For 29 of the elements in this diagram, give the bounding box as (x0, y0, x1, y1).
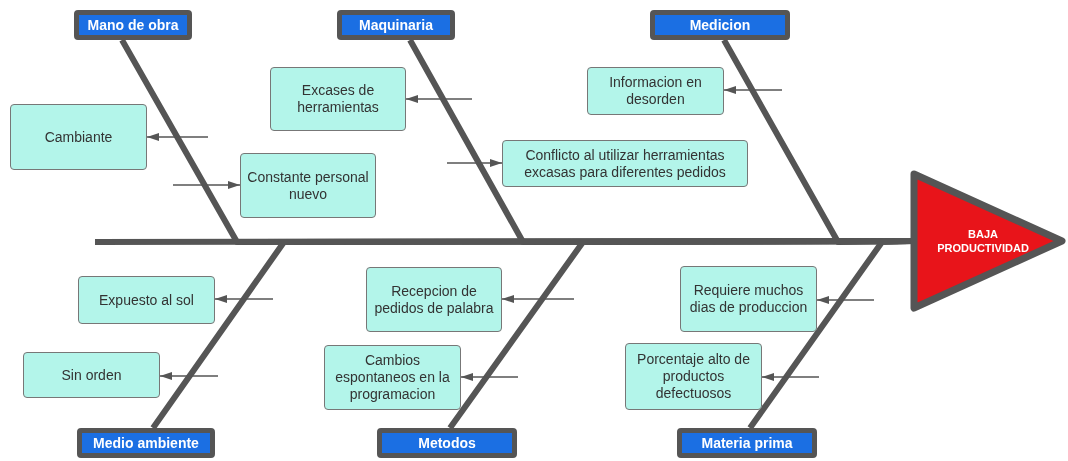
category-box: Medio ambiente (77, 428, 215, 458)
cause-box: Recepcion de pedidos de palabra (366, 267, 502, 332)
cause-box: Requiere muchos dias de produccion (680, 266, 817, 332)
arrow (146, 133, 209, 141)
cause-box: Constante personal nuevo (240, 153, 376, 218)
arrow (405, 95, 473, 103)
cause-box: Conflicto al utilizar herramientas excasas para diferentes pedidos (502, 140, 748, 187)
arrow (501, 295, 575, 303)
arrow (214, 295, 274, 303)
category-box: Medicion (650, 10, 790, 40)
cause-box: Sin orden (23, 352, 160, 398)
category-box: Maquinaria (337, 10, 455, 40)
arrow (761, 373, 820, 381)
arrow (460, 373, 519, 381)
arrow (723, 86, 783, 94)
arrow (446, 159, 503, 167)
cause-box: Cambios espontaneos en la programacion (324, 345, 461, 410)
category-box: Mano de obra (74, 10, 192, 40)
cause-box: Expuesto al sol (78, 276, 215, 324)
effect-label: BAJA PRODUCTIVIDAD (936, 227, 1030, 255)
cause-box: Cambiante (10, 104, 147, 170)
cause-box: Excases de herramientas (270, 67, 406, 131)
cause-box: Informacion en desorden (587, 67, 724, 115)
arrow (172, 181, 241, 189)
arrow (159, 372, 219, 380)
arrow (816, 296, 875, 304)
category-box: Metodos (377, 428, 517, 458)
cause-box: Porcentaje alto de productos defectuosos (625, 343, 762, 410)
category-box: Materia prima (677, 428, 817, 458)
